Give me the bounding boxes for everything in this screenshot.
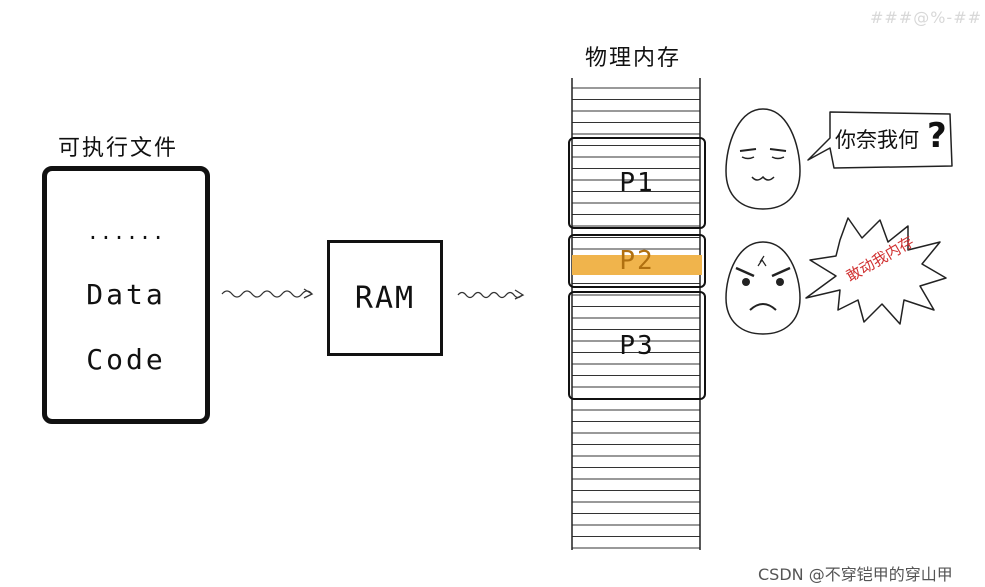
csdn-watermark: CSDN @不穿铠甲的穿山甲 bbox=[758, 565, 953, 584]
process-p3: P3 bbox=[568, 291, 706, 400]
speech-bubble-angry bbox=[805, 217, 947, 325]
speech-bubble-calm bbox=[807, 111, 953, 169]
executable-file-box bbox=[42, 166, 210, 424]
p2-highlight-band bbox=[572, 255, 702, 275]
wavy-arrow-to-ram bbox=[221, 288, 314, 299]
ram-box: RAM bbox=[327, 240, 443, 356]
speech-bubble-calm-text: 你奈我何 bbox=[835, 128, 919, 152]
watermark-top: ###@%-## bbox=[870, 8, 983, 27]
executable-dots: ...... bbox=[86, 220, 166, 244]
process-p2 bbox=[568, 234, 706, 288]
executable-code-label: Code bbox=[86, 343, 166, 376]
wavy-arrow-to-memory bbox=[457, 289, 525, 300]
angry-egg-face-icon bbox=[725, 241, 801, 335]
executable-data-label: Data bbox=[86, 278, 166, 311]
speech-bubble-question-mark: ? bbox=[927, 116, 947, 156]
physical-memory-title: 物理内存 bbox=[585, 46, 682, 71]
executable-file-title: 可执行文件 bbox=[58, 136, 179, 161]
process-p1: P1 bbox=[568, 137, 706, 229]
physical-memory-column bbox=[571, 78, 701, 550]
process-p2-label: P2 bbox=[619, 246, 655, 276]
calm-egg-face-icon bbox=[725, 108, 801, 210]
